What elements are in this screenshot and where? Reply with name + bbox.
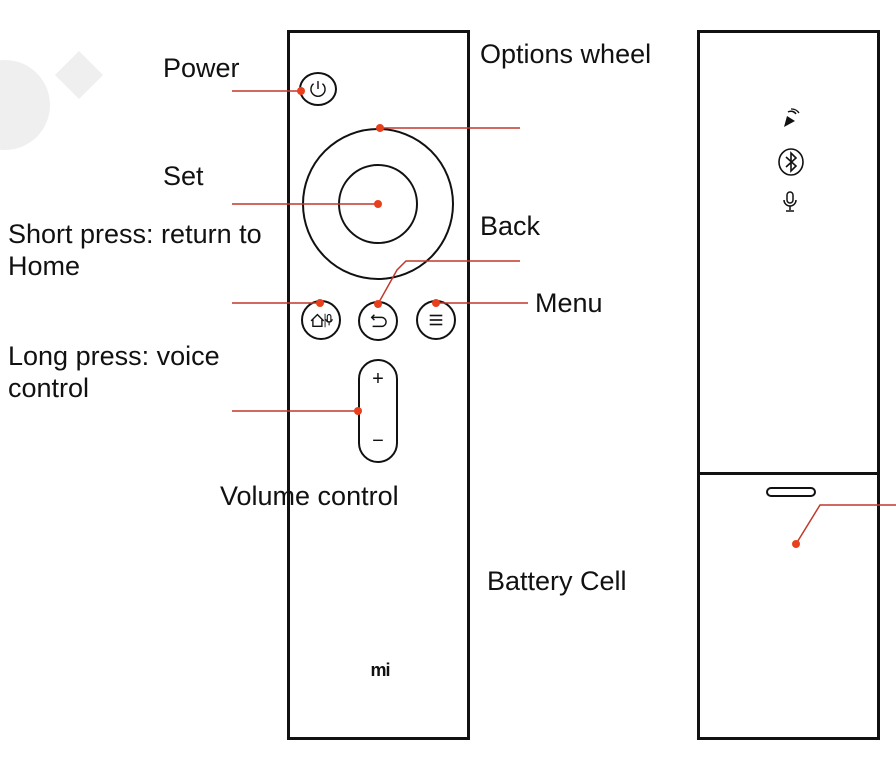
volume-control-label: Volume control xyxy=(220,481,399,511)
volume-down-icon[interactable]: − xyxy=(372,430,384,452)
menu-icon xyxy=(429,314,443,326)
power-button[interactable] xyxy=(299,72,337,106)
menu-button[interactable] xyxy=(416,300,456,340)
background-decoration xyxy=(0,60,50,150)
back-label: Back xyxy=(480,211,541,241)
back-arrow-icon xyxy=(370,314,387,328)
set-button[interactable] xyxy=(338,164,418,244)
volume-up-icon[interactable]: + xyxy=(372,368,384,390)
remote-back-body xyxy=(697,30,880,740)
options-wheel-label: Options wheel xyxy=(480,39,652,69)
long-press-label: Long press: voice control xyxy=(8,341,220,403)
battery-cover-seam xyxy=(697,472,880,475)
volume-rocker[interactable]: + − xyxy=(358,359,398,463)
battery-cell-label: Battery Cell xyxy=(487,566,627,596)
power-icon xyxy=(310,81,326,97)
back-button[interactable] xyxy=(358,301,398,341)
power-label: Power xyxy=(163,53,240,83)
menu-label: Menu xyxy=(535,288,603,318)
microphone-icon xyxy=(783,191,797,212)
set-label: Set xyxy=(163,161,204,191)
mi-logo: mi xyxy=(370,660,390,680)
home-voice-button[interactable] xyxy=(301,300,341,340)
battery-cover-latch[interactable] xyxy=(766,487,816,497)
home-icon xyxy=(310,313,333,328)
status-light-icon xyxy=(784,108,800,127)
short-press-label: Short press: return to Home xyxy=(8,219,262,281)
background-diamond xyxy=(54,50,104,100)
bluetooth-icon xyxy=(778,148,804,176)
